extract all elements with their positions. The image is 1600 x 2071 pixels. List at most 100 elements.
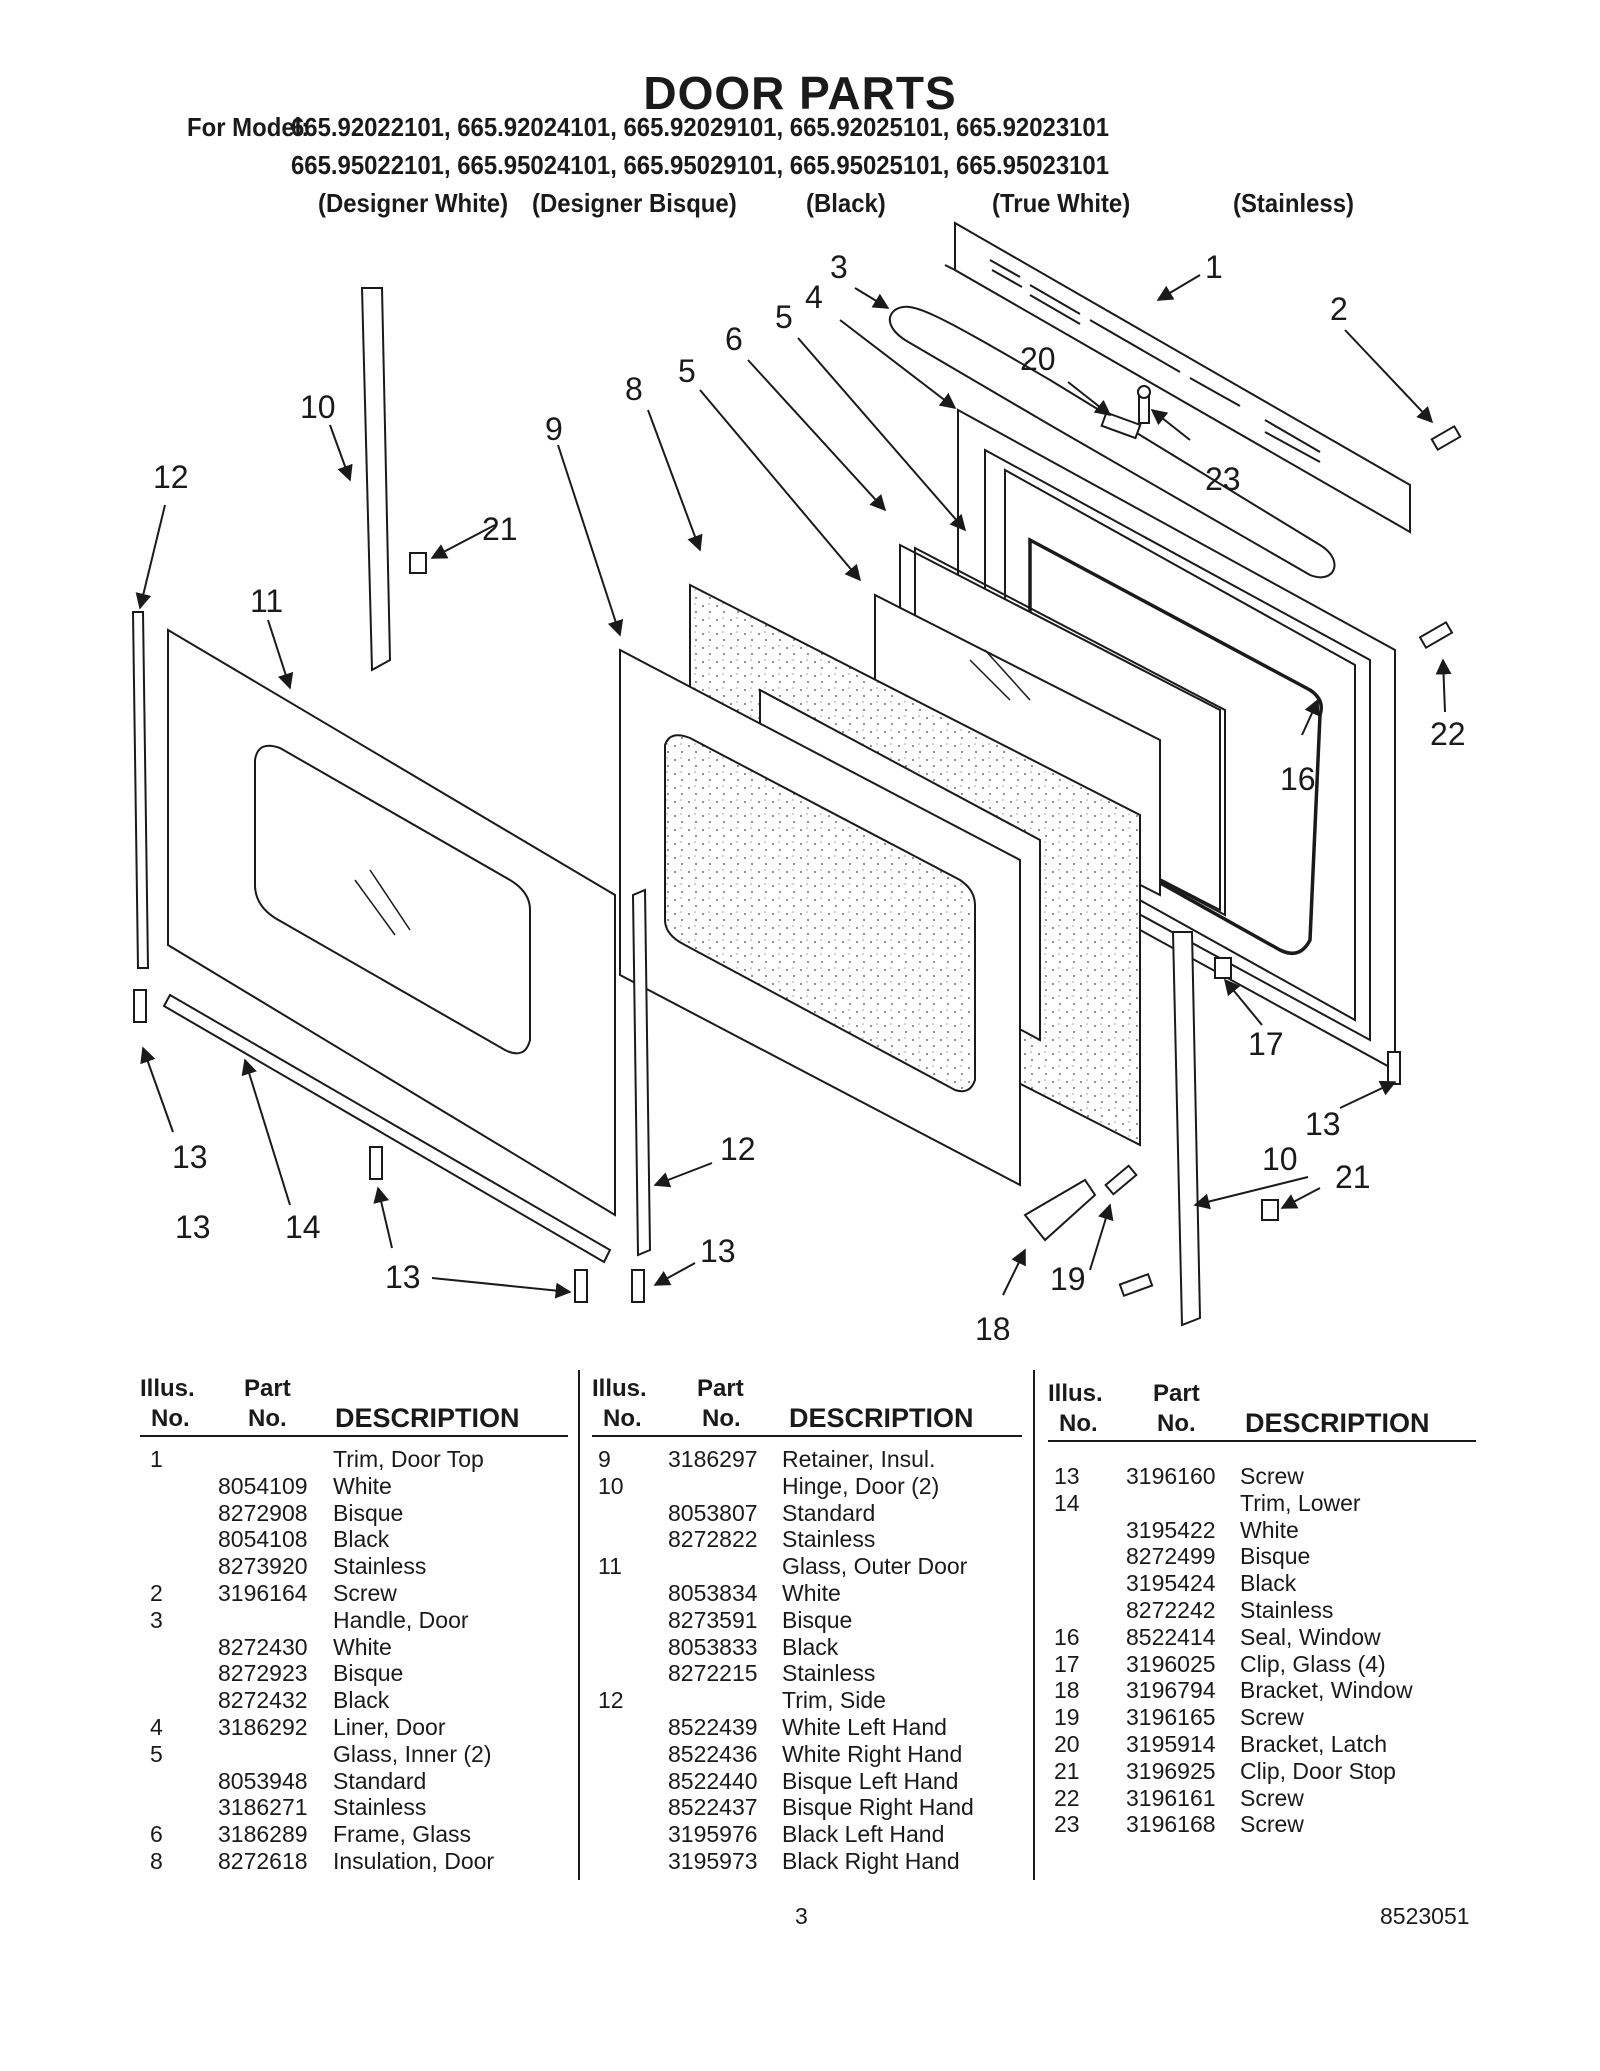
part-number: 8053833 — [668, 1633, 758, 1660]
part-number: 8522437 — [668, 1794, 758, 1821]
part-screw-23 — [1137, 385, 1151, 424]
illus-number: 19 — [1054, 1704, 1080, 1731]
color-label-black: (Black) — [806, 188, 886, 218]
part-description: Liner, Door — [333, 1714, 446, 1740]
color-label-true-white: (True White) — [992, 188, 1131, 218]
part-door-stop-clip-right — [1261, 1199, 1279, 1221]
part-number: 8272430 — [218, 1633, 308, 1660]
part-number: 8273920 — [218, 1553, 308, 1580]
header-rule — [1048, 1440, 1476, 1442]
parts-row: 8273920 Stainless — [0, 1553, 426, 1580]
part-number: 3196925 — [1126, 1757, 1216, 1784]
part-number: 3195976 — [668, 1821, 758, 1848]
illus-number: 6 — [150, 1821, 163, 1848]
callout-13a: 13 — [172, 1139, 208, 1175]
illus-number: 18 — [1054, 1677, 1080, 1704]
callout-13b: 13 — [385, 1259, 421, 1295]
illus-number: 4 — [150, 1714, 163, 1740]
callout-9: 9 — [545, 411, 563, 447]
part-description: Black — [1240, 1570, 1297, 1597]
header-rule — [592, 1435, 1022, 1437]
part-number: 3195424 — [1126, 1570, 1216, 1597]
callout-11: 11 — [250, 583, 283, 619]
part-screw-19-a — [1104, 1164, 1138, 1196]
part-description: Black Left Hand — [782, 1821, 945, 1848]
part-screw-13-d — [631, 1269, 645, 1303]
part-number: 3196165 — [1126, 1704, 1216, 1731]
part-description: White Left Hand — [782, 1714, 947, 1740]
part-outer-door-glass — [167, 628, 616, 1217]
part-glass-clip — [1214, 957, 1232, 979]
page-title: DOOR PARTS — [643, 67, 957, 119]
page-number: 3 — [795, 1903, 808, 1929]
part-number: 8522436 — [668, 1740, 758, 1767]
parts-row: 3195976 Black Left Hand — [0, 1821, 944, 1848]
part-number: 3195422 — [1126, 1516, 1216, 1543]
part-description: Screw — [1240, 1811, 1304, 1838]
illus-number: 16 — [1054, 1623, 1080, 1650]
header-illus-no: No. — [1059, 1410, 1098, 1437]
part-number: 8272242 — [1126, 1597, 1216, 1623]
callout-5b: 5 — [678, 353, 696, 389]
part-number: 3196160 — [1126, 1463, 1216, 1489]
part-number: 3195914 — [1126, 1731, 1216, 1757]
part-description: Screw — [333, 1580, 397, 1606]
header-illus-no: No. — [603, 1405, 642, 1432]
color-label-designer-bisque: (Designer Bisque) — [532, 188, 737, 218]
callout-13d: 13 — [1305, 1106, 1341, 1142]
document-number: 8523051 — [1380, 1903, 1470, 1929]
part-description: Stainless — [333, 1553, 427, 1580]
part-screw-13-b — [369, 1146, 383, 1180]
callout-5a: 5 — [775, 299, 793, 335]
part-number: 8272822 — [668, 1526, 758, 1553]
callout-4: 4 — [805, 279, 823, 315]
illus-number: 14 — [1054, 1489, 1080, 1516]
illus-number: 9 — [598, 1446, 611, 1472]
part-description: White Right Hand — [782, 1740, 963, 1767]
header-part: Part — [697, 1375, 744, 1402]
part-description: Black — [782, 1633, 839, 1660]
callout-12b: 12 — [720, 1131, 756, 1167]
callout-14: 14 — [285, 1209, 321, 1245]
callout-13c: 13 — [700, 1233, 736, 1269]
part-number: 3186292 — [218, 1714, 308, 1740]
callout-18: 18 — [975, 1311, 1011, 1340]
header-description: DESCRIPTION — [1245, 1408, 1430, 1438]
part-description: Stainless — [1240, 1597, 1334, 1623]
part-description: Bracket, Latch — [1240, 1731, 1388, 1757]
part-number: 3195973 — [668, 1848, 758, 1874]
header-rule — [140, 1435, 568, 1437]
callout-19: 19 — [1050, 1261, 1086, 1297]
part-description: Screw — [1240, 1704, 1304, 1731]
parts-row: 8522436 White Right Hand — [0, 1741, 962, 1768]
callout-1: 1 — [1205, 249, 1223, 285]
color-label-stainless: (Stainless) — [1233, 188, 1354, 218]
part-number: 8273591 — [668, 1606, 758, 1633]
part-description: Standard — [782, 1499, 876, 1526]
part-description: Stainless — [782, 1660, 876, 1687]
part-number: 3196794 — [1126, 1677, 1216, 1704]
callout-22: 22 — [1430, 716, 1466, 752]
part-description: White — [782, 1580, 841, 1606]
part-number: 8054108 — [218, 1526, 308, 1553]
part-side-trim-left — [131, 611, 150, 969]
callout-2: 2 — [1330, 291, 1348, 327]
callout-21a: 21 — [482, 511, 518, 547]
color-label-designer-white: (Designer White) — [318, 188, 509, 218]
illus-number: 20 — [1054, 1731, 1080, 1757]
part-number: 8272499 — [1126, 1543, 1216, 1570]
